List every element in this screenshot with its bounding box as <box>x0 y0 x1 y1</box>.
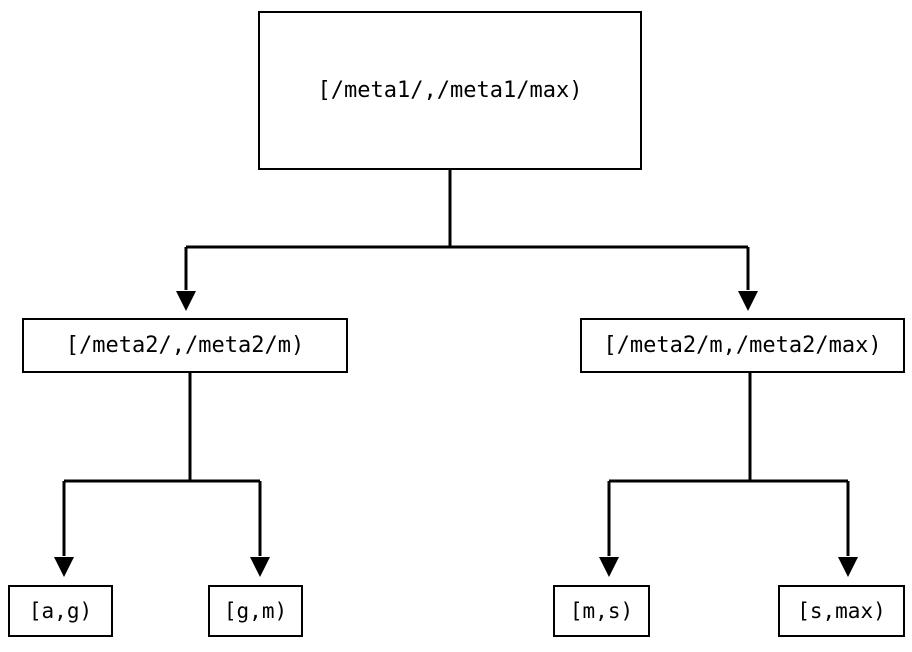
node-leaf-gm[interactable]: [g,m) <box>208 585 303 637</box>
node-leaf-gm-label: [g,m) <box>223 598 288 623</box>
node-root[interactable]: [/meta1/,/meta1/max) <box>258 11 642 170</box>
node-leaf-ms-label: [m,s) <box>569 598 634 623</box>
arrowhead-midleft-gm-icon <box>250 557 270 577</box>
arrowhead-root-midright-icon <box>738 291 758 311</box>
node-leaf-ag[interactable]: [a,g) <box>8 585 113 637</box>
node-mid-right[interactable]: [/meta2/m,/meta2/max) <box>580 318 905 373</box>
arrowhead-midright-ms-icon <box>599 557 619 577</box>
arrowhead-midright-smax-icon <box>838 557 858 577</box>
node-root-label: [/meta1/,/meta1/max) <box>317 77 583 103</box>
node-mid-left-label: [/meta2/,/meta2/m) <box>65 332 305 358</box>
node-leaf-ms[interactable]: [m,s) <box>553 585 650 637</box>
node-mid-right-label: [/meta2/m,/meta2/max) <box>603 332 882 358</box>
arrowhead-root-midleft-icon <box>176 291 196 311</box>
node-leaf-smax-label: [s,max) <box>797 598 886 623</box>
node-leaf-ag-label: [a,g) <box>28 598 93 623</box>
node-leaf-smax[interactable]: [s,max) <box>778 585 905 637</box>
node-mid-left[interactable]: [/meta2/,/meta2/m) <box>22 318 348 373</box>
arrowhead-midleft-ag-icon <box>54 557 74 577</box>
